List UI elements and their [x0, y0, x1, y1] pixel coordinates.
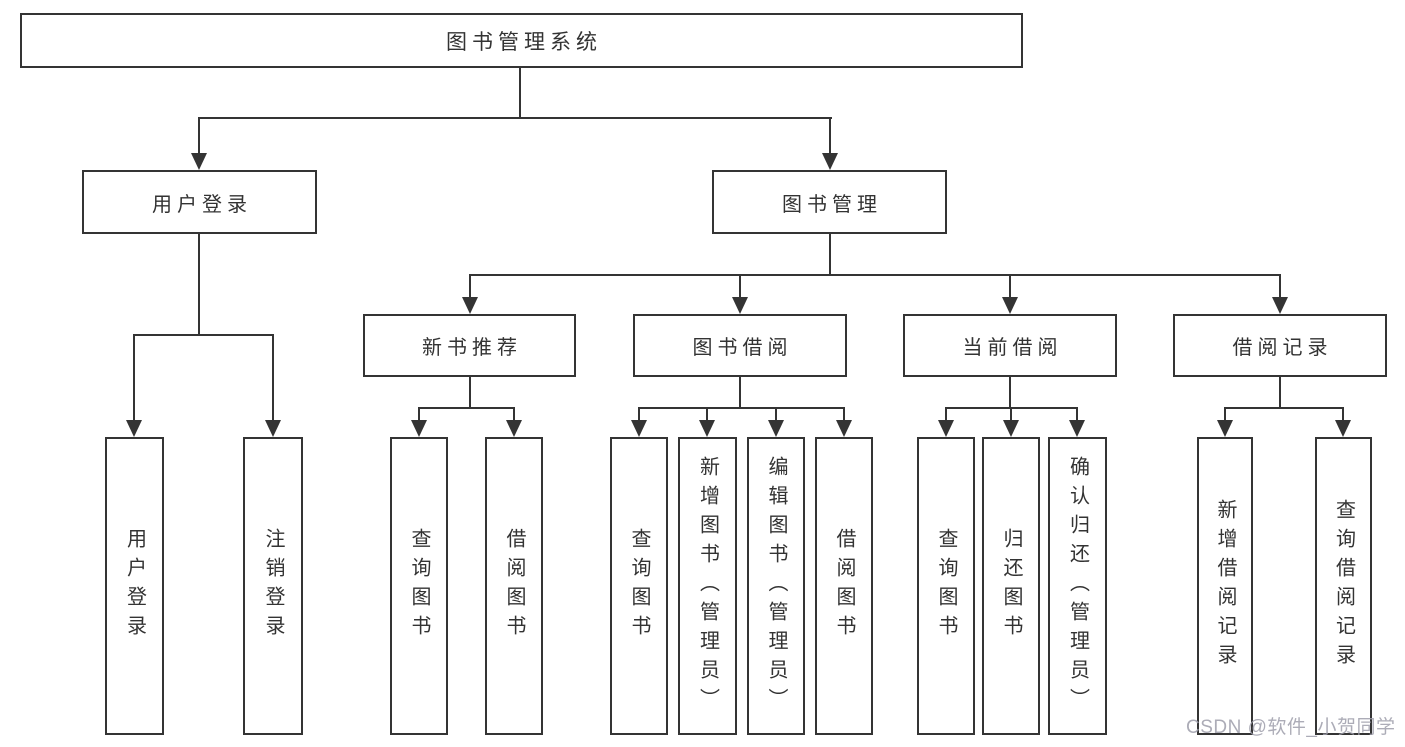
leaf-label: 确认归还（管理员）: [1066, 455, 1089, 717]
connector-line: [198, 234, 200, 336]
arrow-down-icon: [411, 420, 427, 437]
arrow-down-icon: [462, 297, 478, 314]
arrow-down-icon: [1217, 420, 1233, 437]
leaf-label: 新增借阅记录: [1214, 499, 1236, 673]
node-label: 当前借阅: [962, 337, 1063, 359]
leaf-label: 编辑图书（管理员）: [765, 455, 787, 717]
arrow-down-icon: [938, 420, 954, 437]
connector-line: [1224, 407, 1226, 423]
connector-line: [739, 377, 741, 409]
node-current-borrowing: 当前借阅: [903, 314, 1117, 377]
connector-line: [638, 407, 845, 409]
arrow-down-icon: [631, 420, 647, 437]
node-label: 图书管理: [782, 193, 882, 216]
node-label: 新书推荐: [422, 337, 522, 359]
arrow-down-icon: [768, 420, 784, 437]
leaf-query-books-current: 查询图书: [917, 437, 975, 735]
leaf-label: 借阅图书: [833, 528, 855, 644]
connector-line: [638, 407, 640, 423]
connector-line: [739, 274, 741, 300]
connector-line: [1010, 407, 1012, 423]
leaf-label: 新增图书（管理员）: [696, 455, 719, 717]
node-new-book-recommend: 新书推荐: [363, 314, 576, 377]
connector-line: [1342, 407, 1344, 423]
leaf-label: 注销登录: [262, 528, 284, 644]
node-user-login: 用户登录: [82, 170, 317, 234]
arrow-down-icon: [822, 153, 838, 170]
leaf-return-books: 归还图书: [982, 437, 1040, 735]
arrow-down-icon: [699, 420, 715, 437]
node-book-management: 图书管理: [712, 170, 947, 234]
csdn-watermark: CSDN @软件_小贺同学: [1186, 717, 1396, 738]
node-borrowing-records: 借阅记录: [1173, 314, 1387, 377]
leaf-borrow-books-recommend: 借阅图书: [485, 437, 543, 735]
connector-line: [1279, 377, 1281, 409]
arrow-down-icon: [506, 420, 522, 437]
arrow-down-icon: [1002, 297, 1018, 314]
leaf-add-borrow-record: 新增借阅记录: [1197, 437, 1253, 735]
node-label: 图书管理系统: [446, 30, 602, 54]
connector-line: [1279, 274, 1281, 300]
leaf-label: 查询图书: [408, 528, 430, 644]
leaf-label: 查询图书: [935, 528, 957, 644]
connector-line: [1224, 407, 1344, 409]
leaf-confirm-return-admin: 确认归还（管理员）: [1048, 437, 1107, 735]
leaf-label: 借阅图书: [503, 528, 525, 644]
leaf-edit-books-admin: 编辑图书（管理员）: [747, 437, 805, 735]
connector-line: [829, 117, 831, 155]
node-label: 图书借阅: [692, 337, 793, 359]
arrow-down-icon: [1272, 297, 1288, 314]
arrow-down-icon: [1003, 420, 1019, 437]
arrow-down-icon: [836, 420, 852, 437]
connector-line: [198, 117, 832, 119]
leaf-user-login: 用户登录: [105, 437, 164, 735]
connector-line: [133, 334, 135, 422]
connector-line: [945, 407, 947, 423]
leaf-label: 查询图书: [628, 528, 650, 644]
connector-line: [513, 407, 515, 423]
connector-line: [198, 117, 200, 155]
arrow-down-icon: [732, 297, 748, 314]
connector-line: [469, 274, 1281, 276]
leaf-add-books-admin: 新增图书（管理员）: [678, 437, 737, 735]
node-label: 借阅记录: [1232, 337, 1333, 359]
node-root-library-system: 图书管理系统: [20, 13, 1023, 68]
leaf-logout: 注销登录: [243, 437, 303, 735]
node-label: 用户登录: [152, 193, 252, 216]
connector-line: [843, 407, 845, 423]
connector-line: [418, 407, 515, 409]
arrow-down-icon: [126, 420, 142, 437]
arrow-down-icon: [191, 153, 207, 170]
arrow-down-icon: [265, 420, 281, 437]
connector-line: [829, 234, 831, 276]
leaf-query-books-borrowing: 查询图书: [610, 437, 668, 735]
leaf-label: 查询借阅记录: [1332, 499, 1355, 673]
connector-line: [469, 274, 471, 300]
connector-line: [1009, 377, 1011, 409]
leaf-label: 归还图书: [1000, 528, 1022, 644]
connector-line: [469, 377, 471, 409]
leaf-query-books-recommend: 查询图书: [390, 437, 448, 735]
connector-line: [418, 407, 420, 423]
node-book-borrowing: 图书借阅: [633, 314, 847, 377]
connector-line: [706, 407, 708, 423]
leaf-borrow-books-borrowing: 借阅图书: [815, 437, 873, 735]
connector-line: [272, 334, 274, 422]
arrow-down-icon: [1335, 420, 1351, 437]
connector-line: [1076, 407, 1078, 423]
connector-line: [1009, 274, 1011, 300]
leaf-label: 用户登录: [123, 528, 146, 644]
connector-line: [775, 407, 777, 423]
connector-line: [133, 334, 274, 336]
arrow-down-icon: [1069, 420, 1085, 437]
leaf-query-borrow-record: 查询借阅记录: [1315, 437, 1372, 735]
connector-line: [519, 68, 521, 118]
